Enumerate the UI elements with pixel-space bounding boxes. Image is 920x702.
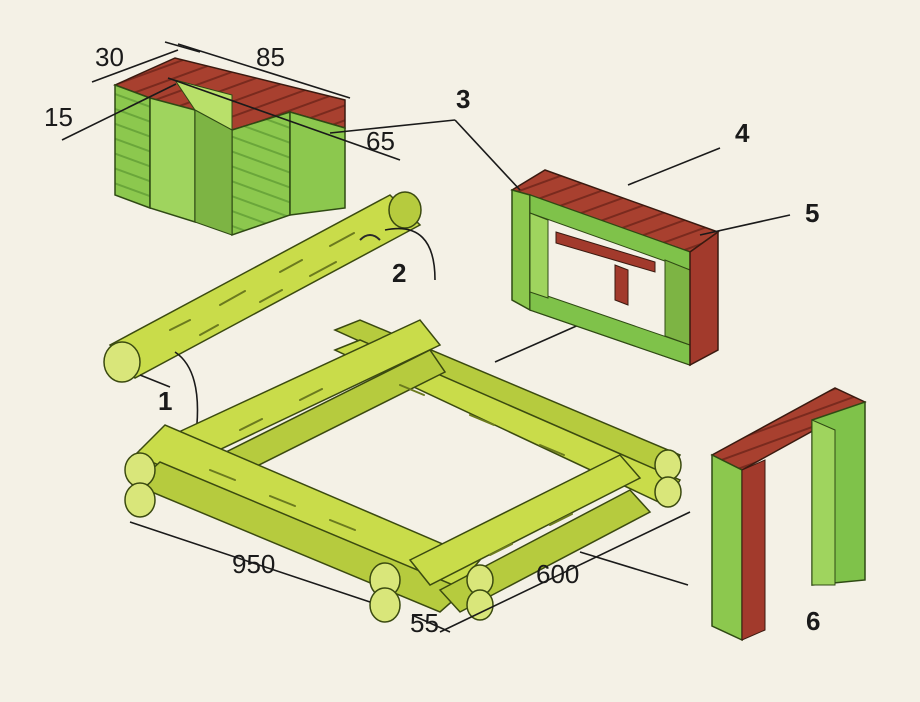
frame-dimension-lines — [129, 319, 691, 633]
callout-1: 1 — [158, 386, 172, 416]
corner-profile-dimension-lines — [61, 41, 401, 161]
callout-4: 4 — [735, 118, 750, 148]
leader-1b — [139, 374, 171, 388]
dimension-55: 55 — [410, 608, 439, 638]
dimension-600: 600 — [536, 559, 579, 589]
callout-6: 6 — [806, 606, 820, 636]
door-frame-part — [510, 169, 720, 367]
leader-2 — [384, 227, 436, 281]
dimension-65: 65 — [366, 126, 395, 156]
callout-2: 2 — [392, 258, 406, 288]
dimension-30: 30 — [95, 42, 124, 72]
door-frame-leaders — [329, 119, 791, 236]
dimension-85: 85 — [256, 42, 285, 72]
dimension-950: 950 — [232, 549, 275, 579]
log-frame — [124, 319, 682, 623]
callout-5: 5 — [805, 198, 819, 228]
callout-3: 3 — [456, 84, 470, 114]
corner-profile-detail — [113, 57, 346, 237]
dimension-15: 15 — [44, 102, 73, 132]
u-frame-part-6 — [710, 387, 867, 642]
loose-log-part-2 — [103, 191, 422, 383]
